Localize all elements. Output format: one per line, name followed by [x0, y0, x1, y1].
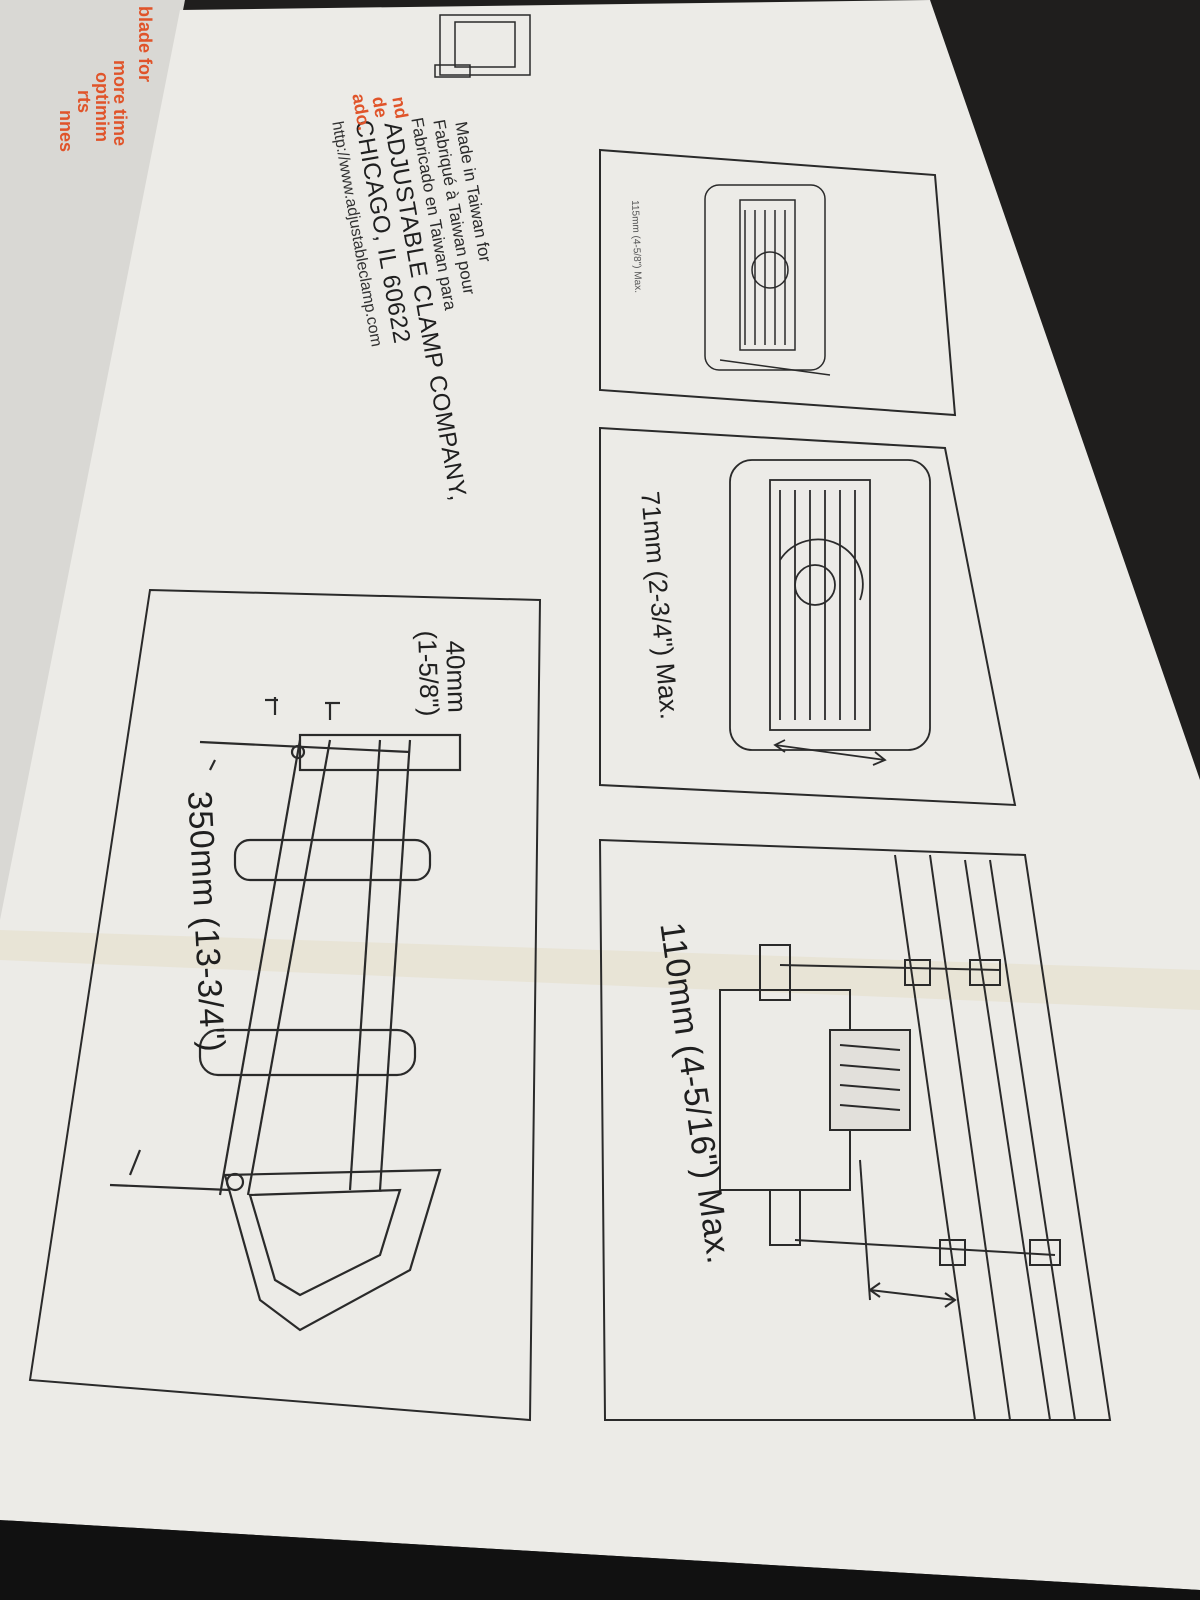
fragment-2: more time — [110, 60, 130, 147]
side-fragment-1: nd — [388, 95, 412, 121]
fragment-4: rts — [74, 90, 94, 114]
bar-clamp-drawing — [109, 697, 462, 1332]
bench-clamp-large — [719, 854, 1076, 1421]
miter-box-small — [704, 184, 831, 376]
frame-small — [599, 148, 957, 417]
fragment-3: optimim — [92, 72, 112, 142]
clamp-width-in: (1-5/8") — [412, 630, 445, 717]
frame-clamp — [28, 588, 542, 1422]
frame-mid — [599, 426, 1017, 807]
frame-large — [598, 838, 1112, 1421]
fragment-1: blade for — [135, 6, 155, 83]
miter-box-mid — [729, 459, 931, 766]
logo-mark — [434, 14, 531, 78]
fragment-5: nnes — [56, 110, 76, 153]
